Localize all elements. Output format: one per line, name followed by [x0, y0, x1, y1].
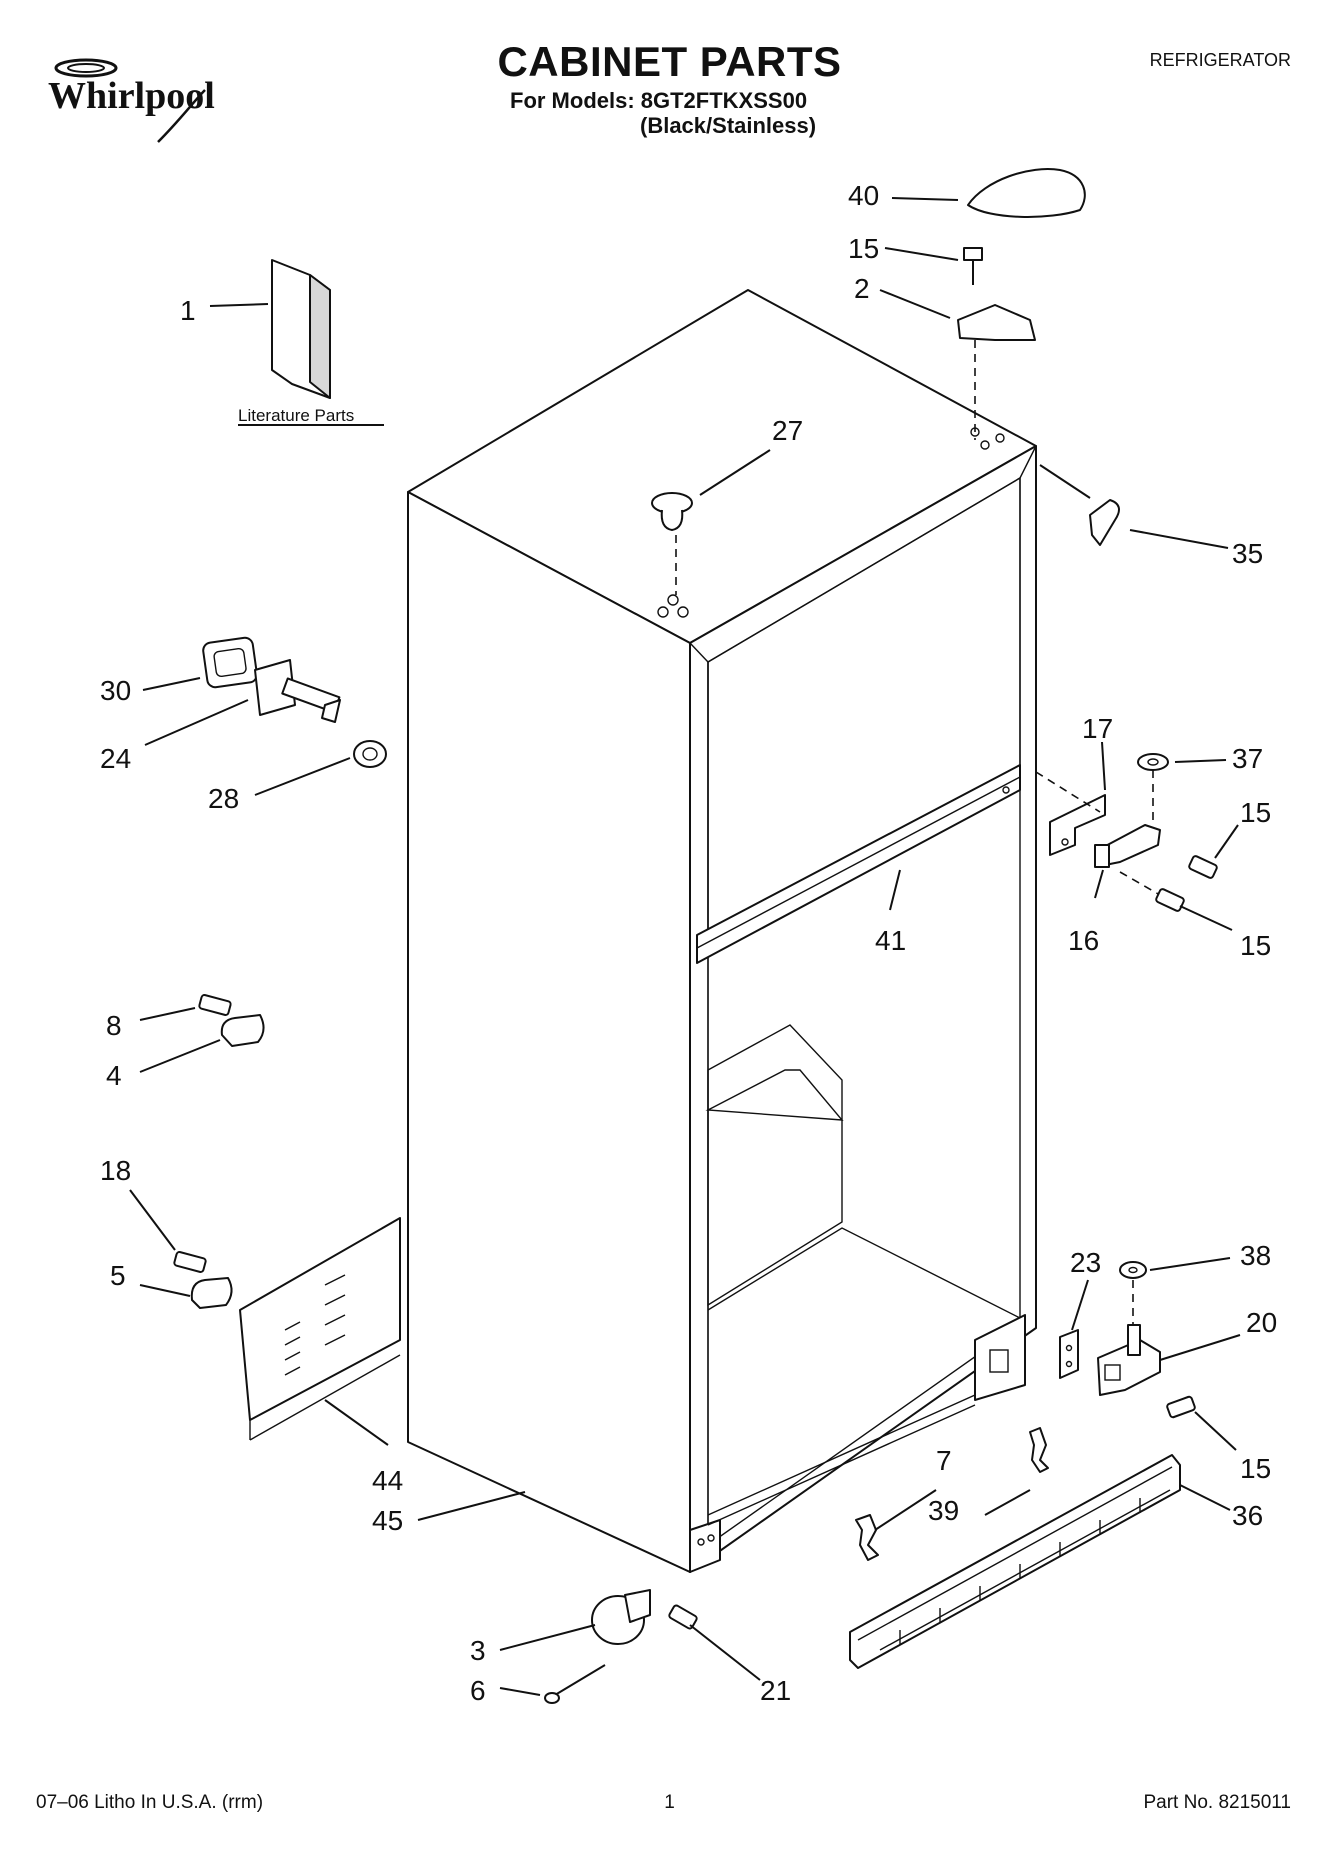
part-8-screw [198, 994, 232, 1016]
callout-28: 28 [208, 783, 239, 814]
whirlpool-logo: Whirlpool [30, 50, 250, 155]
callout-30: 30 [100, 675, 131, 706]
cabinet-bottom-hinge-bracket [689, 1314, 1026, 1573]
callout-numbers: 40 15 2 1 27 35 30 24 28 17 37 15 41 16 … [100, 180, 1277, 1706]
callout-35: 35 [1232, 538, 1263, 569]
part-36-toe-grille [849, 1454, 1181, 1669]
callout-21: 21 [760, 1675, 791, 1706]
part-44-rear-access-panel [239, 1217, 401, 1441]
callout-40: 40 [848, 180, 879, 211]
part-21-screw [668, 1604, 698, 1630]
part-18-screw [173, 1251, 207, 1273]
callout-36: 36 [1232, 1500, 1263, 1531]
cabinet-body [407, 289, 1037, 1573]
models-line: For Models: 8GT2FTKXSS00 [510, 88, 808, 113]
callout-16: 16 [1068, 925, 1099, 956]
callout-27: 27 [772, 415, 803, 446]
part-24-pin-mount [254, 659, 341, 723]
part-3-leveling-bracket [591, 1589, 651, 1645]
part-39-grille-clip [1029, 1427, 1049, 1473]
literature-parts-label: Literature Parts [238, 406, 354, 425]
product-type: REFRIGERATOR [1149, 50, 1291, 70]
callout-24: 24 [100, 743, 131, 774]
brand-wordmark: Whirlpool [48, 75, 215, 117]
callout-5: 5 [110, 1260, 126, 1291]
footer-print-info: 07–06 Litho In U.S.A. (rrm) [36, 1792, 264, 1813]
part-37-washer [1137, 753, 1169, 820]
callout-15-hinge-b: 15 [1240, 930, 1271, 961]
part-35-clip [1089, 499, 1120, 546]
leader-lines [129, 197, 1241, 1696]
part-1-literature [271, 259, 331, 399]
part-23-hinge-shim [1059, 1329, 1079, 1379]
callout-37: 37 [1232, 743, 1263, 774]
part-16-hinge [1035, 771, 1161, 896]
callout-38: 38 [1240, 1240, 1271, 1271]
part-20-bottom-hinge [1097, 1324, 1161, 1396]
part-40-hinge-cap [967, 168, 1086, 218]
callout-6: 6 [470, 1675, 486, 1706]
part-5-clamp [190, 1277, 233, 1309]
variant-line: (Black/Stainless) [640, 113, 817, 138]
callout-15-top: 15 [848, 233, 879, 264]
part-17-hinge-plate [1049, 794, 1106, 856]
part-30-bezel [202, 636, 258, 689]
page-title: CABINET PARTS [497, 38, 842, 85]
part-15-hinge-screw-a [1188, 855, 1218, 879]
callout-1: 1 [180, 295, 196, 326]
callout-23: 23 [1070, 1247, 1101, 1278]
part-27-plug [651, 492, 693, 595]
part-41-divider-rail [696, 764, 1021, 964]
callout-2: 2 [854, 273, 870, 304]
callout-18: 18 [100, 1155, 131, 1186]
callout-17: 17 [1082, 713, 1113, 744]
part-28-washer [353, 740, 387, 768]
callout-15-bottom: 15 [1240, 1453, 1271, 1484]
callout-39: 39 [928, 1495, 959, 1526]
part-15-hinge-screw-b [1155, 888, 1185, 912]
callout-3: 3 [470, 1635, 486, 1666]
callout-20: 20 [1246, 1307, 1277, 1338]
callout-44: 44 [372, 1465, 403, 1496]
footer-page-number: 1 [664, 1792, 675, 1813]
part-15-bottom-hinge-screw [1166, 1395, 1196, 1419]
callout-41: 41 [875, 925, 906, 956]
part-2-top-hinge [957, 304, 1036, 341]
part-7-grille-clip [855, 1514, 879, 1561]
callout-15-hinge-a: 15 [1240, 797, 1271, 828]
callout-7: 7 [936, 1445, 952, 1476]
part-4-clamp [220, 1014, 265, 1047]
callout-4: 4 [106, 1060, 122, 1091]
footer-part-number: Part No. 8215011 [1143, 1792, 1291, 1813]
whirlpool-logo-mark: Whirlpool [48, 58, 215, 143]
part-6-pin [544, 1664, 606, 1704]
part-15-top-screw [963, 247, 983, 285]
callout-8: 8 [106, 1010, 122, 1041]
callout-45: 45 [372, 1505, 403, 1536]
